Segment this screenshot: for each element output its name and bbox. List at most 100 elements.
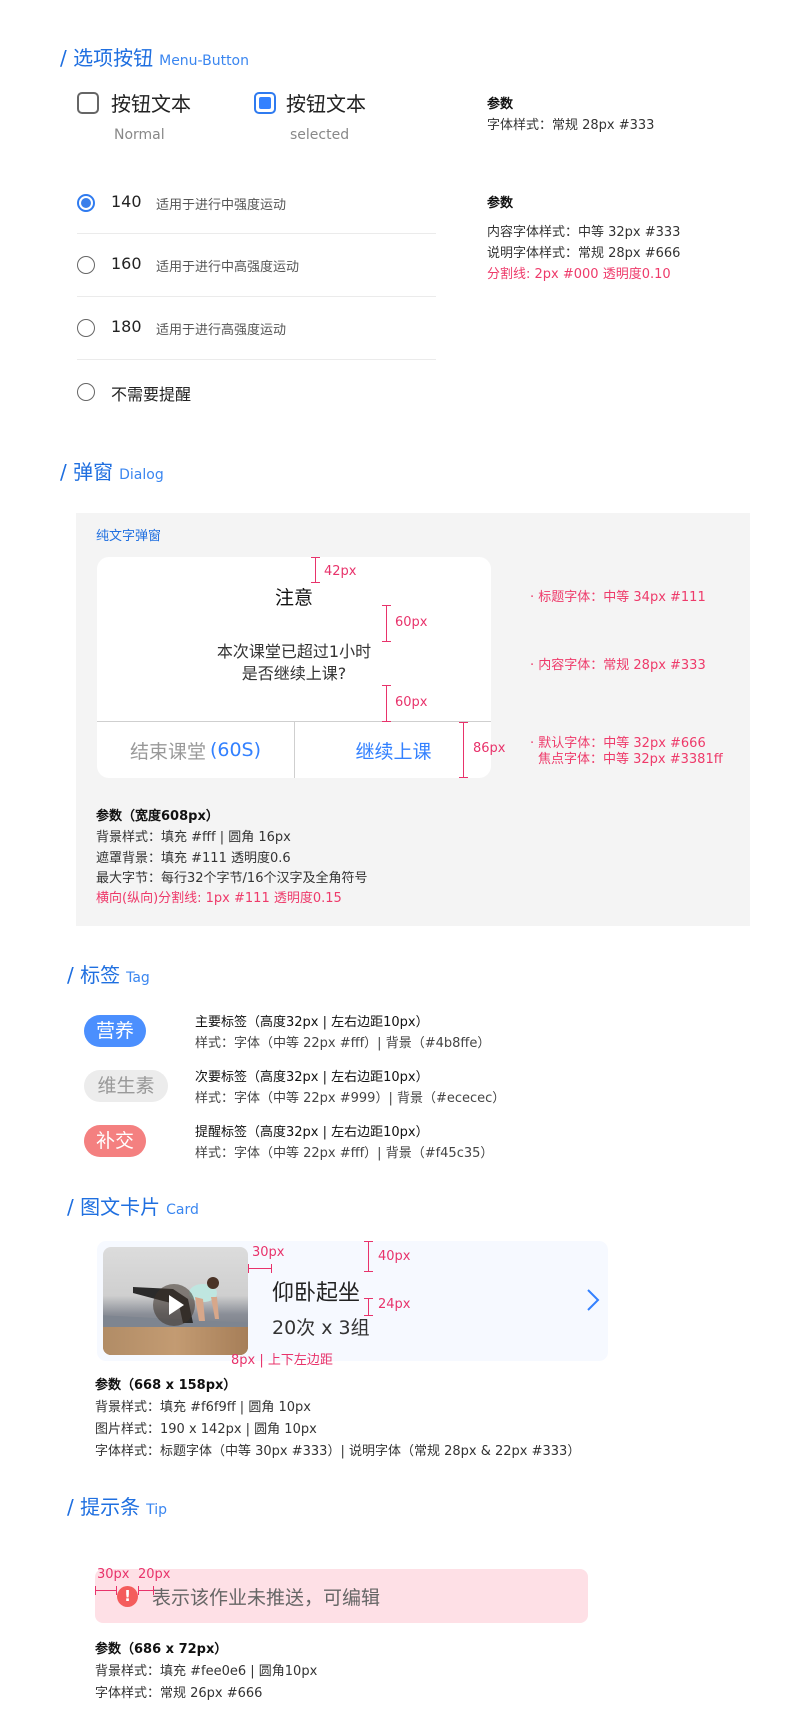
measure-42 [311, 557, 320, 583]
tag-primary-head: 主要标签（高度32px | 左右边距10px） [195, 1015, 429, 1030]
section-title-en: Card [166, 1202, 199, 1218]
measure-30-tip [95, 1586, 117, 1595]
tip-bar: ! 表示该作业未推送，可编辑 [95, 1569, 588, 1623]
section-title-tip: / 提示条 Tip [67, 1495, 167, 1522]
checkbox-selected-label: 按钮文本 [286, 92, 366, 116]
end-class-button[interactable]: 结束课堂(60S) [97, 722, 294, 778]
dialog-divider-horizontal [97, 721, 491, 722]
measure-label: 40px [378, 1249, 411, 1264]
section-title-dialog: / 弹窗 Dialog [60, 460, 164, 487]
card-params-head: 参数（668 x 158px） [95, 1378, 237, 1393]
card-params-line: 字体样式：标题字体（中等 30px #333）| 说明字体（常规 28px & … [95, 1444, 581, 1459]
radio-divider [77, 233, 436, 234]
section-title-text: / 图文卡片 [67, 1195, 161, 1219]
tag-secondary-head: 次要标签（高度32px | 左右边距10px） [195, 1070, 429, 1085]
measure-label: 30px [252, 1245, 285, 1260]
measure-label: 24px [378, 1297, 411, 1312]
dialog-box: 注意 本次课堂已超过1小时 是否继续上课? 结束课堂(60S) 继续上课 [97, 557, 491, 778]
checkbox-normal[interactable] [77, 92, 99, 114]
section-title-en: Dialog [119, 467, 164, 483]
state-label-selected: selected [290, 127, 350, 143]
measure-label: 86px [473, 741, 506, 756]
section-title-tag: / 标签 Tag [67, 963, 150, 990]
radio-140-value: 140 [111, 192, 142, 211]
section-title-text: / 标签 [67, 963, 121, 987]
measure-40-card [364, 1241, 373, 1272]
radio-180-value: 180 [111, 317, 142, 336]
end-class-label: 结束课堂 [129, 740, 206, 763]
tag-secondary-style: 样式：字体（中等 22px #999）| 背景（#ececec） [195, 1091, 506, 1106]
note-focus-font: 焦点字体：中等 32px #3381ff [538, 752, 723, 767]
radio-160-value: 160 [111, 254, 142, 273]
warning-icon: ! [117, 1586, 138, 1607]
countdown-label: (60S) [209, 739, 262, 761]
card-params-line: 背景样式：填充 #f6f9ff | 圆角 10px [95, 1400, 311, 1415]
tip-text: 表示该作业未推送，可编辑 [152, 1587, 381, 1609]
tip-params-head: 参数（686 x 72px） [95, 1642, 228, 1657]
note-content-font: · 内容字体：常规 28px #333 [530, 658, 706, 673]
radio-180-desc: 适用于进行高强度运动 [156, 323, 287, 338]
dialog-params-line: 遮罩背景：填充 #111 透明度0.6 [96, 851, 291, 866]
section-title-en: Tip [146, 1502, 168, 1518]
dialog-heading: 注意 [274, 587, 313, 609]
card-title: 仰卧起坐 [272, 1281, 361, 1306]
note-default-font: · 默认字体：中等 32px #666 [530, 736, 706, 751]
exercise-thumbnail [103, 1247, 248, 1355]
radio-divider [77, 296, 436, 297]
checkbox-normal-label: 按钮文本 [111, 92, 191, 116]
tag-remind-style: 样式：字体（中等 22px #fff）| 背景（#f45c35） [195, 1146, 494, 1161]
measure-60-top [382, 605, 391, 642]
radio-divider-note: 分割线: 2px #000 透明度0.10 [487, 267, 671, 282]
section-title-text: / 选项按钮 [60, 46, 154, 70]
section-title-en: Tag [126, 970, 150, 986]
measure-label-img-pad: 8px | 上下左边距 [231, 1353, 333, 1368]
radio-params-head: 参数 [487, 196, 514, 211]
exercise-card[interactable]: 仰卧起坐 20次 x 3组 [97, 1241, 608, 1361]
radio-160-desc: 适用于进行中高强度运动 [156, 260, 300, 275]
radio-160[interactable] [77, 256, 95, 274]
radio-no-reminder[interactable] [77, 383, 95, 401]
dialog-params-head: 参数（宽度608px） [96, 809, 219, 824]
card-params-line: 图片样式：190 x 142px | 圆角 10px [95, 1422, 317, 1437]
play-icon[interactable] [153, 1284, 195, 1326]
dialog-subtitle: 纯文字弹窗 [96, 529, 162, 544]
checkbox-params-head: 参数 [487, 97, 514, 112]
radio-180[interactable] [77, 319, 95, 337]
measure-label: 30px [97, 1567, 130, 1582]
dialog-params-line: 背景样式：填充 #fff | 圆角 16px [96, 830, 291, 845]
section-title-en: Menu-Button [159, 53, 249, 69]
tag-secondary: 维生素 [84, 1070, 168, 1102]
tag-primary: 营养 [84, 1015, 146, 1047]
thumbnail-floor [103, 1327, 248, 1355]
measure-30-card [248, 1264, 272, 1273]
tip-params-line: 字体样式：常规 26px #666 [95, 1686, 263, 1701]
measure-label: 42px [324, 564, 357, 579]
continue-class-button[interactable]: 继续上课 [295, 722, 491, 778]
card-detail: 20次 x 3组 [272, 1317, 370, 1339]
state-label-normal: Normal [114, 127, 165, 143]
radio-140-desc: 适用于进行中强度运动 [156, 198, 287, 213]
checkbox-params-line: 字体样式：常规 28px #333 [487, 118, 655, 133]
tag-remind-head: 提醒标签（高度32px | 左右边距10px） [195, 1125, 429, 1140]
measure-20-tip [138, 1586, 154, 1595]
tip-params-line: 背景样式：填充 #fee0e6 | 圆角10px [95, 1664, 318, 1679]
measure-label: 20px [138, 1567, 171, 1582]
section-title-text: / 提示条 [67, 1495, 141, 1519]
measure-60-bottom [382, 685, 391, 722]
chevron-right-icon[interactable] [585, 1287, 601, 1313]
radio-divider [77, 359, 436, 360]
dialog-divider-note: 横向(纵向)分割线: 1px #111 透明度0.15 [96, 891, 342, 906]
radio-no-reminder-value: 不需要提醒 [111, 385, 192, 404]
tag-remind: 补交 [84, 1125, 146, 1157]
measure-label: 60px [395, 615, 428, 630]
section-title-card: / 图文卡片 Card [67, 1195, 199, 1222]
note-title-font: · 标题字体：中等 34px #111 [530, 590, 706, 605]
section-title-text: / 弹窗 [60, 460, 114, 484]
section-title-menu-button: / 选项按钮 Menu-Button [60, 46, 249, 73]
dialog-body-line: 是否继续上课? [241, 664, 347, 683]
checkbox-selected[interactable] [254, 92, 276, 114]
dialog-params-line: 最大字节：每行32个字节/16个汉字及全角符号 [96, 871, 368, 886]
measure-label: 60px [395, 695, 428, 710]
radio-140[interactable] [77, 194, 95, 212]
dialog-body: 本次课堂已超过1小时 是否继续上课? [97, 641, 491, 685]
